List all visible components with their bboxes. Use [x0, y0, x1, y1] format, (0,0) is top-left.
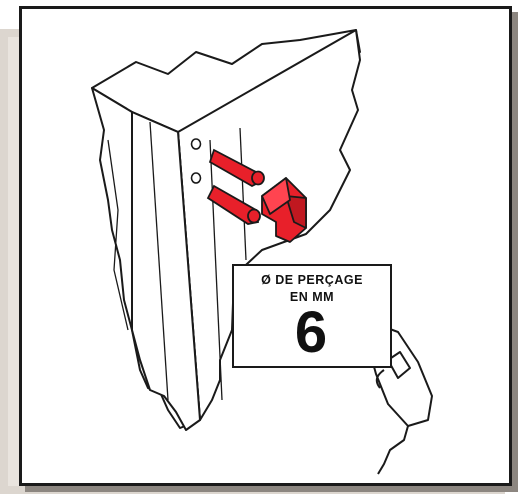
drill-size-value: 6	[286, 302, 336, 364]
wooden-post	[92, 30, 360, 430]
label-diameter-text: Ø DE PERÇAGE	[234, 273, 390, 287]
drill-hole-upper	[192, 139, 201, 149]
drill-hole-lower	[192, 173, 201, 183]
drilling-diameter-label: Ø DE PERÇAGE EN MM 6	[232, 264, 392, 368]
